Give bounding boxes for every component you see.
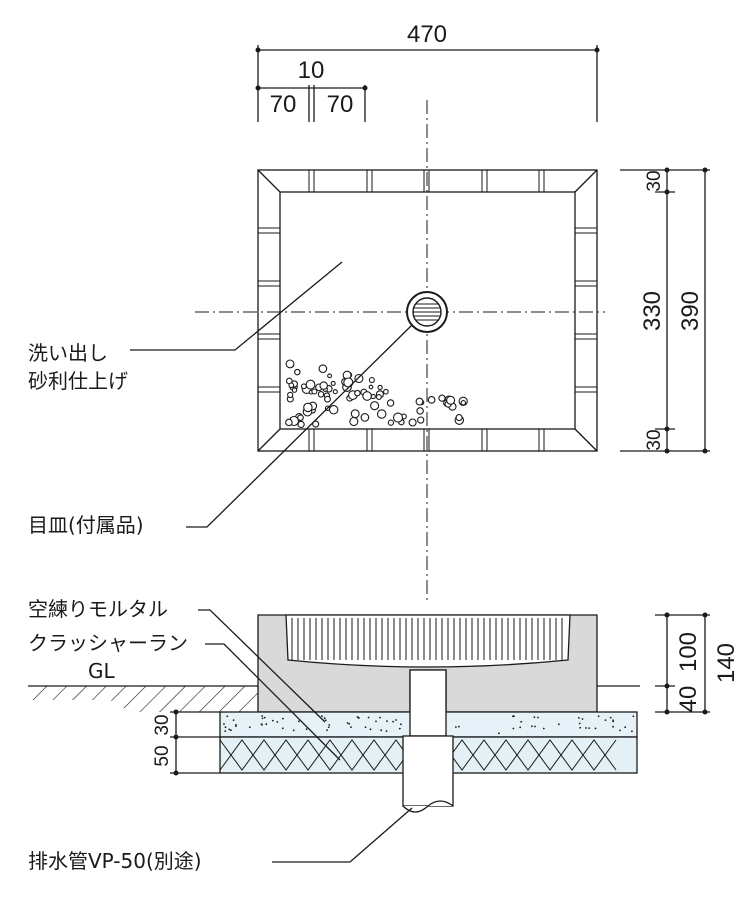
label-ground-level: GL xyxy=(88,659,115,683)
crusher-run-label: クラッシャーラン xyxy=(28,631,341,761)
label-crusher-run: クラッシャーラン xyxy=(28,631,188,655)
dim-section-140: 140 xyxy=(713,643,740,683)
label-gravel-line1: 洗い出し xyxy=(28,341,108,365)
label-drain-cover: 目皿(付属品) xyxy=(28,513,144,537)
top-dimensions: 470 10 70 70 xyxy=(255,21,600,122)
drain-pipe xyxy=(402,669,454,813)
basin-frame xyxy=(257,169,598,452)
drain-pipe-label: 排水管VP-50(別途) xyxy=(28,807,413,873)
dim-total-390: 390 xyxy=(677,291,704,331)
dim-top-30: 30 xyxy=(644,170,665,191)
dim-bottom-30: 30 xyxy=(644,429,665,450)
label-mortar: 空練りモルタル xyxy=(28,597,168,621)
label-drain-pipe: 排水管VP-50(別途) xyxy=(28,849,202,873)
dim-right-70: 70 xyxy=(327,91,354,118)
drain-grate-icon xyxy=(406,291,448,333)
section-view: 100 40 140 30 50 空練りモルタル クラッシャーラン GL 排水 xyxy=(28,597,740,873)
dim-layer-50: 50 xyxy=(152,745,173,766)
label-gravel-line2: 砂利仕上げ xyxy=(28,369,128,393)
dim-left-70: 70 xyxy=(270,91,297,118)
dim-layer-30: 30 xyxy=(152,714,173,735)
grate-flutes xyxy=(291,618,563,660)
dim-section-40: 40 xyxy=(675,686,702,713)
dim-center-gap: 10 xyxy=(298,57,325,84)
plan-view: 470 10 70 70 xyxy=(28,21,710,600)
dim-inner-330: 330 xyxy=(639,291,666,331)
gravel-label: 洗い出し 砂利仕上げ xyxy=(28,261,343,393)
section-right-dimensions: 100 40 140 xyxy=(655,612,740,715)
mortar-label: 空練りモルタル xyxy=(28,597,326,723)
ground-line xyxy=(28,685,640,712)
dim-section-100: 100 xyxy=(675,632,702,672)
section-left-dimensions: 30 50 xyxy=(152,709,220,776)
right-dimensions: 30 330 390 30 xyxy=(620,167,710,454)
drain-cover-label: 目皿(付属品) xyxy=(28,324,413,537)
gravel-finish-area xyxy=(285,359,468,429)
dim-total-width: 470 xyxy=(407,21,447,48)
